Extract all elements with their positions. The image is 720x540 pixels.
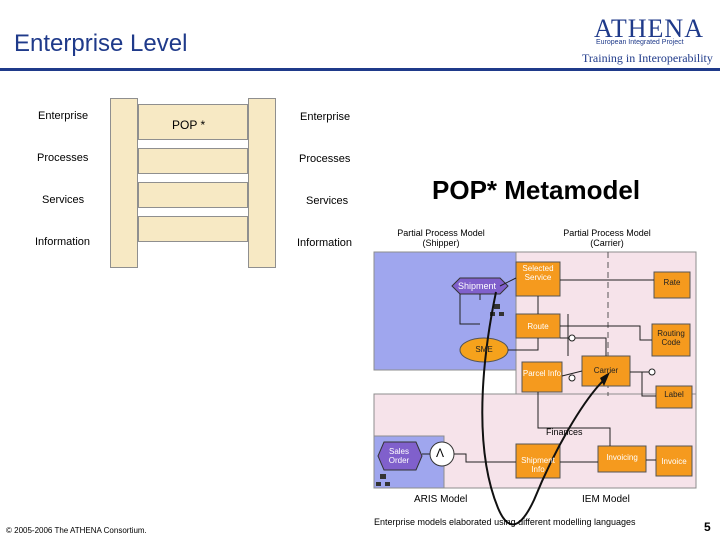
parcel-info-shape xyxy=(521,361,563,393)
left-enterprise-bar xyxy=(110,98,138,268)
connector-dot-3 xyxy=(648,368,656,376)
partial-carrier-label: Partial Process Model (Carrier) xyxy=(563,228,651,248)
logo-subtitle: European Integrated Project xyxy=(596,39,684,46)
selected-service-label: Selected Service xyxy=(522,264,554,282)
selected-service-shape xyxy=(515,261,561,297)
xor-label: Λ xyxy=(436,446,445,460)
right-label-information: Information xyxy=(297,237,353,249)
pop-center-box xyxy=(138,104,248,140)
right-label-processes: Processes xyxy=(299,153,351,165)
carrier-label: Carrier xyxy=(593,366,619,375)
shipment-label: Shipment xyxy=(458,281,497,291)
sales-order-label: Sales Order xyxy=(388,447,410,465)
label-label: Label xyxy=(664,390,684,399)
right-enterprise-bar xyxy=(248,98,276,268)
routing-code-label: Routing Code xyxy=(657,329,685,347)
connector-dot-1 xyxy=(568,374,576,382)
shipment-info-shape xyxy=(515,443,561,479)
sme-label: SME xyxy=(475,345,493,354)
athena-logo: ATHENA xyxy=(594,14,704,43)
pop-label: POP * xyxy=(172,118,206,132)
page-title: Enterprise Level xyxy=(14,30,188,57)
rate-label: Rate xyxy=(663,278,681,287)
enterprise-layers-diagram: POP * Enterprise Processes Services Info… xyxy=(0,90,380,270)
parcel-info-label: Parcel Info xyxy=(522,369,562,378)
left-label-processes: Processes xyxy=(37,152,89,164)
org-icon-lower xyxy=(376,474,390,486)
invoice-shape xyxy=(655,445,693,477)
iem-model-label: IEM Model xyxy=(582,494,630,505)
connector-lines xyxy=(422,277,656,463)
left-label-enterprise: Enterprise xyxy=(38,110,89,122)
invoicing-shape xyxy=(597,445,647,473)
band-information xyxy=(138,216,248,242)
right-label-services: Services xyxy=(306,195,349,207)
finances-label: Finances xyxy=(546,427,583,437)
logo-tagline: Training in Interoperability xyxy=(582,51,713,65)
aris-model-label: ARIS Model xyxy=(414,494,468,505)
sales-order-shape xyxy=(377,441,423,471)
header-divider xyxy=(0,68,720,71)
band-services xyxy=(138,182,248,208)
connector-dot-2 xyxy=(568,334,576,342)
page-number: 5 xyxy=(704,520,711,534)
route-label: Route xyxy=(527,322,549,331)
right-label-enterprise: Enterprise xyxy=(300,111,351,123)
left-label-services: Services xyxy=(42,194,85,206)
routing-code-shape xyxy=(651,323,691,357)
partial-shipper-label: Partial Process Model (Shipper) xyxy=(397,228,485,248)
label-shape xyxy=(655,385,693,409)
diagram-caption: Enterprise models elaborated using diffe… xyxy=(374,517,636,527)
shipment-info-label: Shipment Info xyxy=(521,456,555,474)
metamodel-title: POP* Metamodel xyxy=(432,175,641,205)
left-label-information: Information xyxy=(35,236,91,248)
rate-shape xyxy=(653,271,691,299)
mapping-arrowhead xyxy=(600,372,610,386)
invoicing-label: Invoicing xyxy=(606,453,638,462)
band-processes xyxy=(138,148,248,174)
invoice-label: Invoice xyxy=(661,457,687,466)
copyright: © 2005-2006 The ATHENA Consortium. xyxy=(6,526,147,535)
